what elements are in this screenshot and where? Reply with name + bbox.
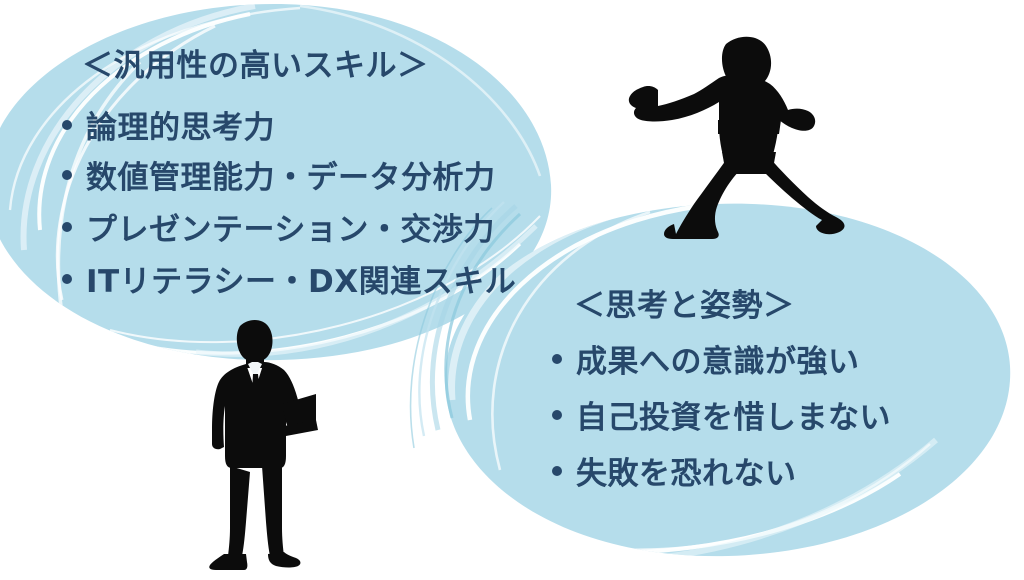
mindset-heading: ＜思考と姿勢＞ [574,288,795,324]
bullet-icon [62,273,72,284]
list-item: ITリテラシー・DX関連スキル [62,256,516,301]
skills-item-3: プレゼンテーション・交渉力 [86,212,495,248]
bullet-icon [62,221,72,232]
mindset-bubble-shape [409,201,1011,557]
list-item: 論理的思考力 [62,102,275,147]
mindset-item-3: 失敗を恐れない [576,456,797,492]
list-item: プレゼンテーション・交渉力 [62,204,495,249]
list-item: 成果への意識が強い [552,336,860,381]
karate-silhouette [628,36,845,239]
skills-item-2: 数値管理能力・データ分析力 [86,160,496,196]
list-item: 数値管理能力・データ分析力 [62,152,496,197]
list-item: 自己投資を惜しまない [552,392,891,437]
bullet-icon [62,119,72,130]
mindset-item-2: 自己投資を惜しまない [576,400,891,436]
skills-heading: ＜汎用性の高いスキル＞ [82,48,429,84]
list-item: 失敗を恐れない [552,448,797,493]
skills-item-1: 論理的思考力 [86,110,275,146]
bullet-icon [62,169,72,180]
bullet-icon [552,409,562,420]
skills-bubble-shape [0,4,552,361]
businessman-with-laptop-silhouette [209,320,318,570]
bullet-icon [552,353,562,364]
mindset-item-1: 成果への意識が強い [576,344,860,380]
bullet-icon [552,465,562,476]
skills-item-4: ITリテラシー・DX関連スキル [86,264,517,300]
